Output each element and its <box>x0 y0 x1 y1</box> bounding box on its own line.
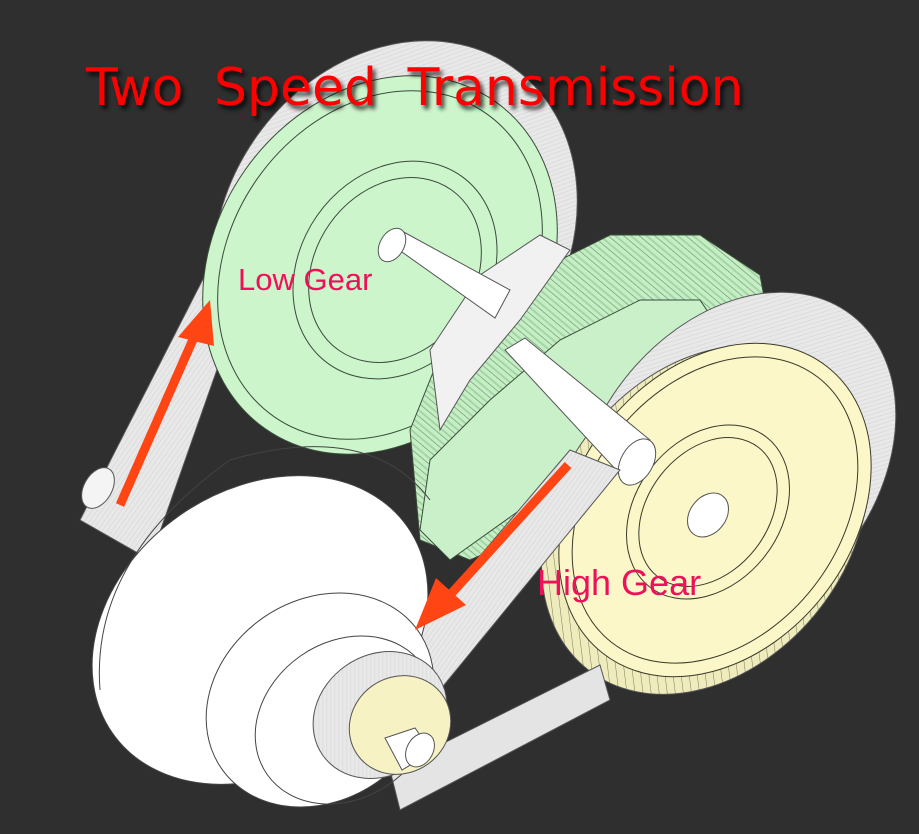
diagram-title: Two Speed Transmission <box>86 58 744 118</box>
high-belt-arrow-down-icon <box>415 461 572 630</box>
low-gear-label: Low Gear <box>238 262 373 297</box>
low-belt-arrow-up-icon <box>115 300 214 507</box>
drive-sprocket <box>312 651 452 779</box>
lower-shaft <box>504 337 657 486</box>
high-gear-label: High Gear <box>537 562 702 603</box>
high-gear-pulley <box>540 291 897 695</box>
upper-shaft <box>377 227 511 319</box>
